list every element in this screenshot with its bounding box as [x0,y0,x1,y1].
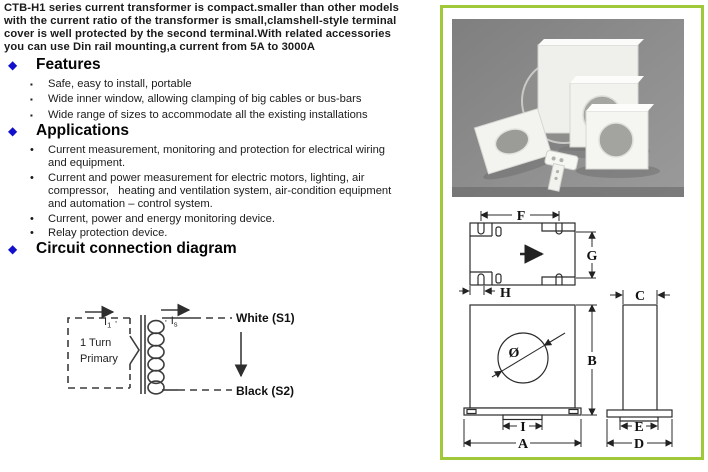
accessory-key [544,150,579,192]
application-text: Current and power measurement for electr… [48,171,392,210]
dim-label-C: C [635,289,645,304]
product-photo [452,19,684,197]
primary-current-label: I1 · [104,316,118,330]
list-item: • Relay protection device. [30,227,438,240]
top-view-outline [469,222,576,286]
list-item: ▪ Safe, easy to install, portable [30,77,438,92]
round-bullet-icon: • [30,212,34,225]
intro-text: current transformer is compact.smaller t… [4,2,399,53]
application-text: Relay protection device. [48,227,168,240]
feature-text: Safe, easy to install, portable [48,78,192,90]
dim-label-B: B [587,354,596,369]
dim-label-F: F [517,209,526,224]
front-view-outline [463,304,582,421]
photo-floor-shadow [452,187,684,197]
dim-E [619,421,659,430]
square-bullet-icon: ▪ [30,80,33,89]
dim-label-G: G [587,249,598,264]
dim-G [576,231,596,279]
list-item: ▪ Wide range of sizes to accommodate all… [30,108,438,123]
dim-label-I: I [520,420,525,435]
circuit-connection-diagram: I1 · · Is 1 Turn Primary White (S1) Blac… [67,303,295,398]
square-bullet-icon: ▪ [30,110,33,120]
list-item: ▪ Wide inner window, allowing clamping o… [30,92,438,107]
applications-heading: ◆ Applications [8,122,129,140]
dim-label-D: D [634,437,644,452]
secondary-coil [147,319,165,395]
dim-label-H: H [500,286,511,301]
dim-A [463,419,582,447]
diamond-bullet-icon: ◆ [8,124,18,138]
list-item: • Current, power and energy monitoring d… [30,213,438,226]
features-title: Features [36,56,101,73]
dim-label-diameter: Ø [509,346,520,361]
primary-turns-label-line1: 1 Turn [80,337,111,349]
features-heading: ◆ Features [8,56,101,74]
dim-B [576,304,597,416]
round-bullet-icon: • [30,227,34,240]
feature-text: Wide inner window, allowing clamping of … [48,93,362,106]
diamond-bullet-icon: ◆ [8,242,18,256]
dim-H [459,286,495,295]
list-item: • Current measurement, monitoring and pr… [30,144,438,170]
dimension-drawings: F G H Ø B I A C E D [459,209,673,452]
application-text: Current measurement, monitoring and prot… [48,144,386,169]
square-bullet-icon: ▪ [30,95,33,105]
applications-title: Applications [36,122,130,139]
primary-bend [129,335,140,365]
circuit-title: Circuit connection diagram [36,240,237,257]
side-view-outline [606,304,673,422]
dim-label-E: E [634,420,643,435]
series-name: CTB-H1 series [4,2,82,14]
application-text: Current, power and energy monitoring dev… [48,212,275,225]
transformer-small-right [576,104,660,178]
round-bullet-icon: • [30,171,34,184]
primary-turns-label-line2: Primary [80,353,118,365]
features-list: ▪ Safe, easy to install, portable ▪ Wide… [30,77,438,123]
feature-text: Wide range of sizes to accommodate all t… [48,108,368,121]
round-bullet-icon: • [30,144,34,156]
dim-D [606,419,673,447]
window-circle [497,332,549,384]
terminal-black-s2-label: Black (S2) [236,384,294,398]
applications-list: • Current measurement, monitoring and pr… [30,144,438,242]
secondary-current-label: · Is [164,315,178,329]
dim-label-A: A [518,437,529,452]
dim-I [502,420,543,430]
dim-C [610,290,670,304]
primary-loop-wire [67,317,130,389]
dim-F [480,211,560,221]
transformer-tilted-left [473,108,560,180]
diamond-bullet-icon: ◆ [8,58,18,72]
circuit-heading: ◆ Circuit connection diagram [8,240,237,258]
terminal-white-s1-label: White (S1) [236,311,295,325]
list-item: • Current and power measurement for elec… [30,172,438,211]
intro-paragraph: CTB-H1 series current transformer is com… [4,2,442,54]
